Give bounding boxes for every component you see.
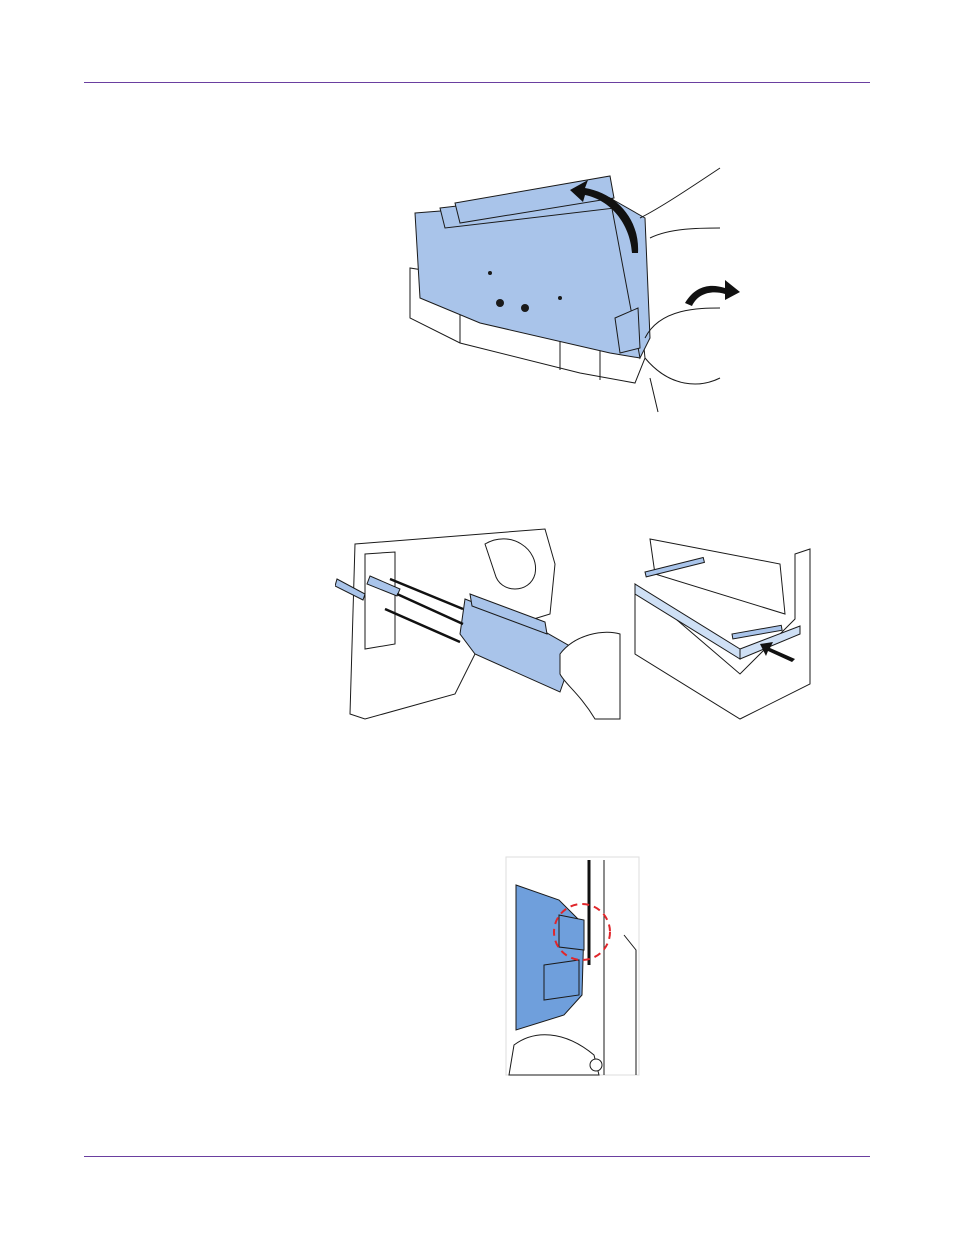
footer-rule <box>84 1156 870 1157</box>
header-rule <box>84 82 870 83</box>
latch-check-illustration <box>504 855 644 1080</box>
lift-unit-illustration <box>400 158 745 414</box>
insert-unit-illustration <box>335 524 625 724</box>
highlight-circle <box>553 903 611 961</box>
rail-detail-illustration <box>630 534 815 724</box>
